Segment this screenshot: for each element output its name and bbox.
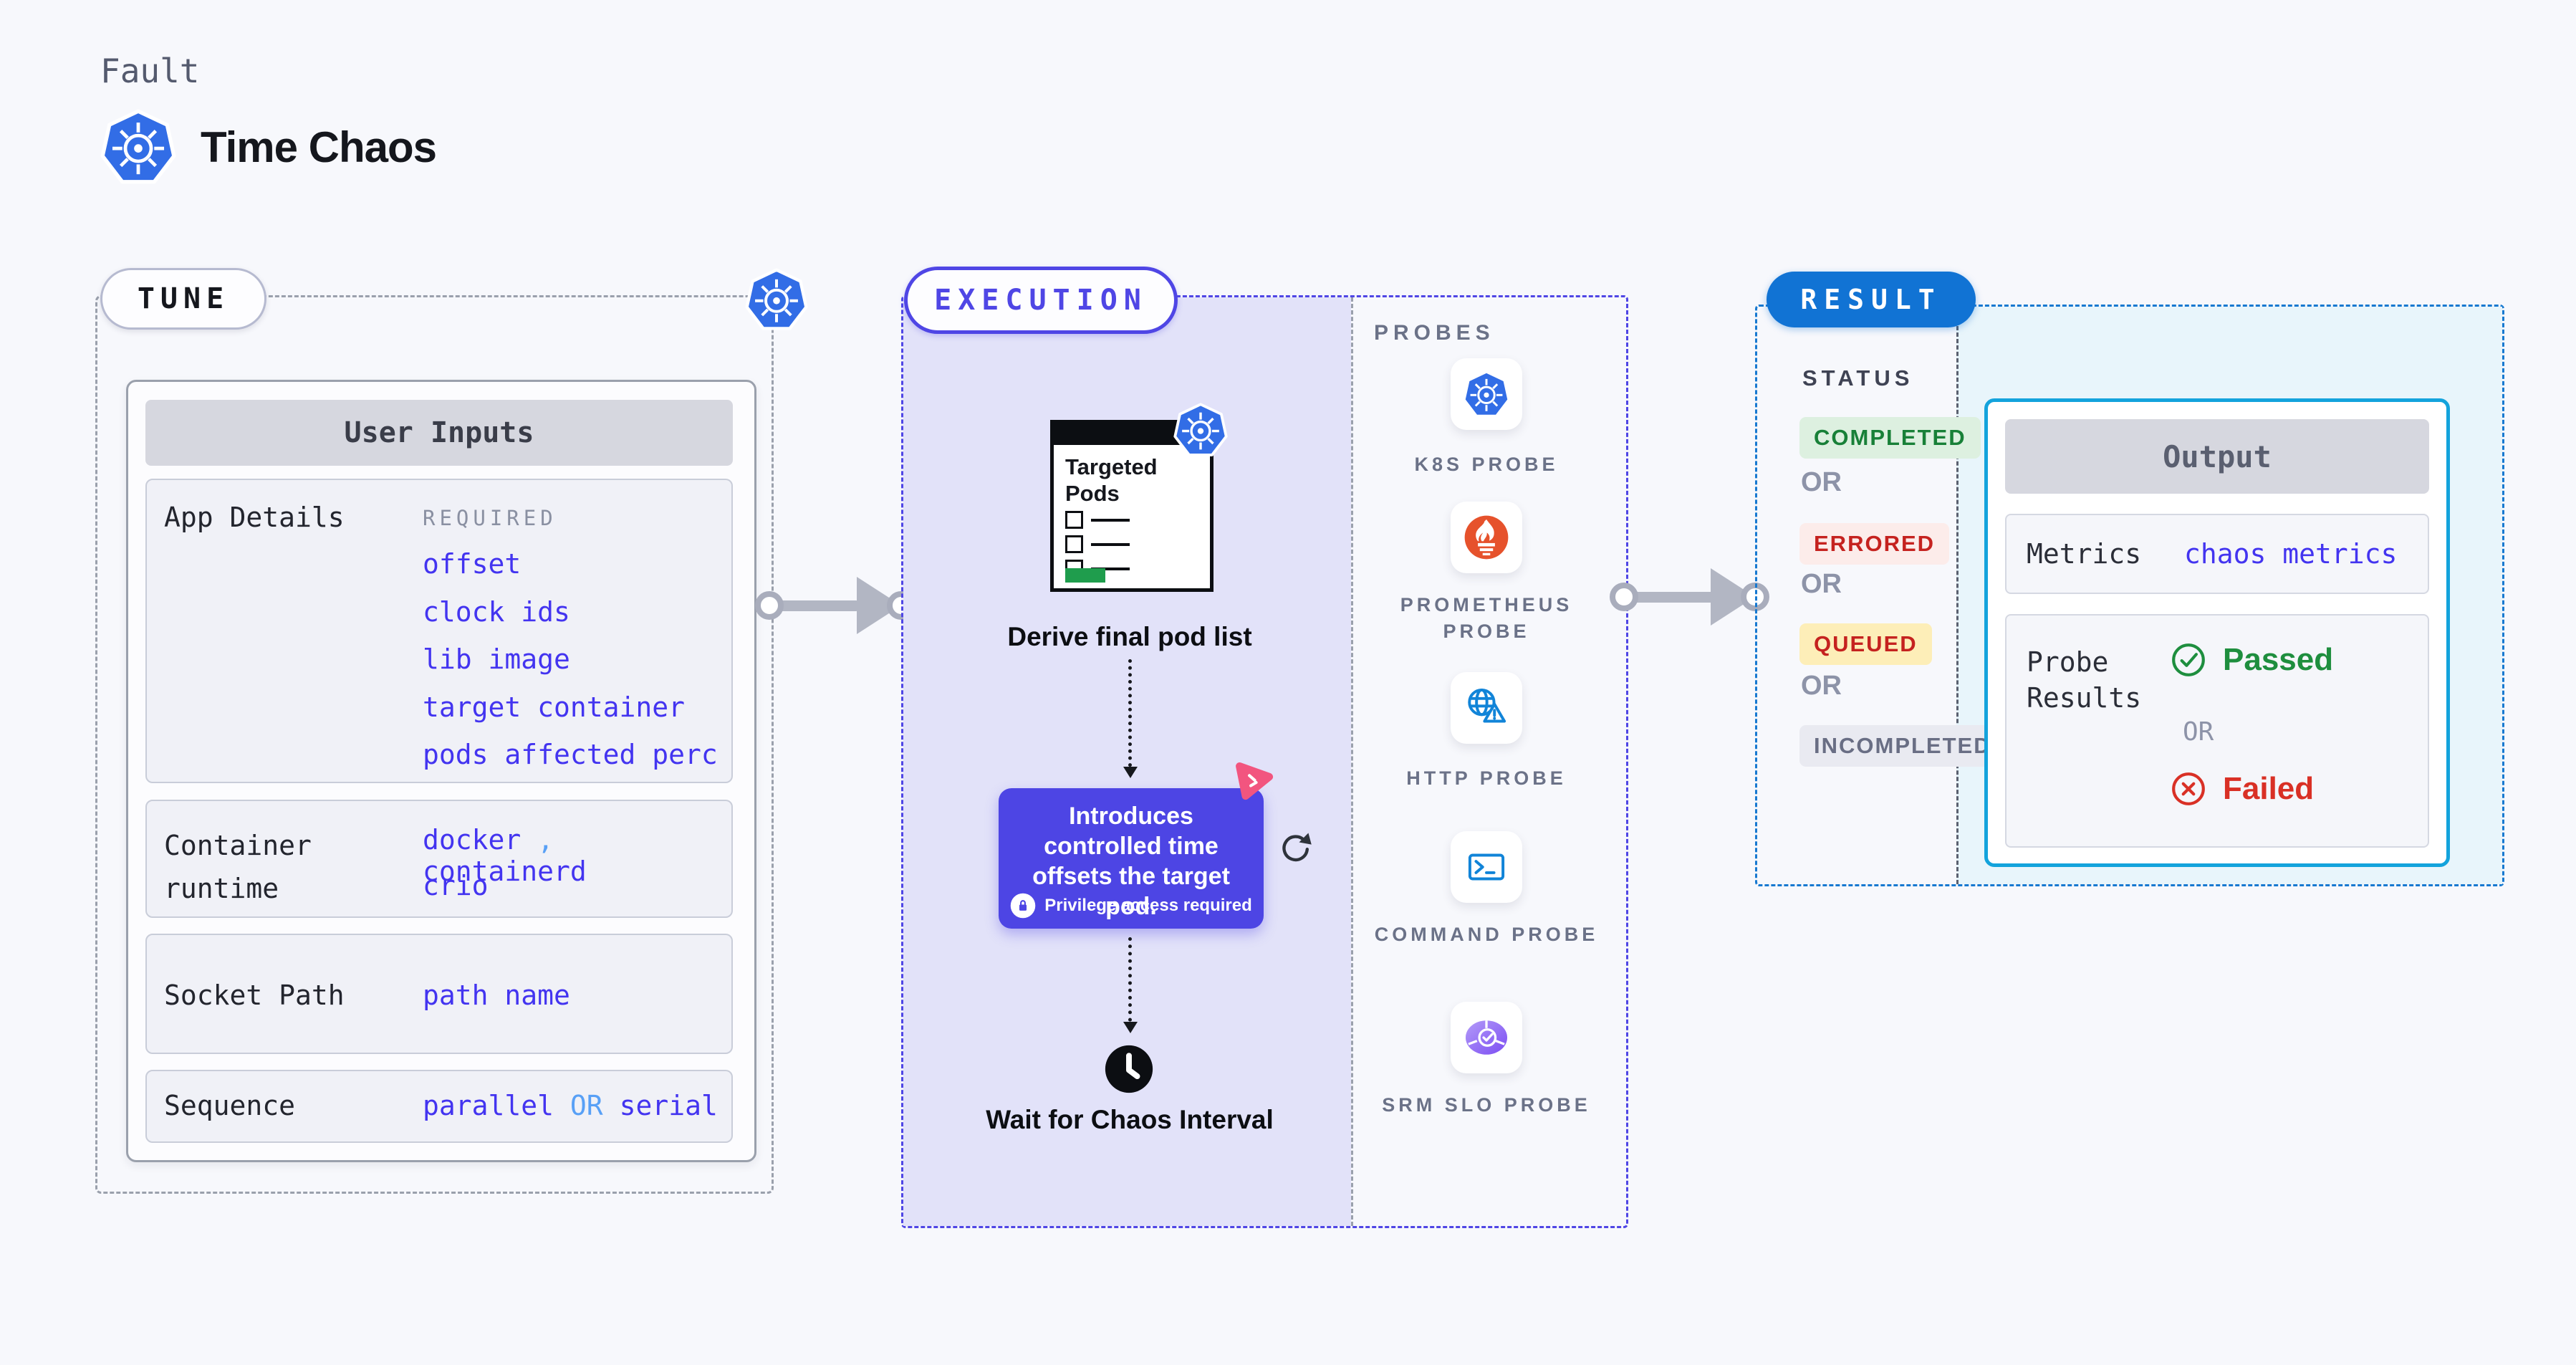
result-divider: [1956, 307, 1959, 884]
user-inputs-header: User Inputs: [145, 400, 733, 466]
output-header: Output: [2005, 419, 2429, 494]
fault-effect-tooltip: Introduces controlled time offsets the t…: [999, 788, 1264, 929]
prometheus-icon: [1464, 515, 1509, 560]
srm-slo-probe-card: [1451, 1002, 1522, 1073]
title-row: Time Chaos: [100, 109, 437, 185]
k8s-probe-label: K8S PROBE: [1414, 454, 1559, 475]
fault-eyebrow: Fault: [100, 52, 200, 90]
clock-icon: [1105, 1045, 1153, 1093]
or-separator: OR: [1801, 671, 1842, 701]
tooltip-text: Introduces controlled time offsets the t…: [1032, 803, 1230, 920]
wait-chaos-interval-caption: Wait for Chaos Interval: [986, 1105, 1274, 1134]
execution-pill: EXECUTION: [904, 267, 1178, 334]
http-probe-label: HTTP PROBE: [1406, 767, 1567, 789]
probe-results-label: Probe Results: [2027, 646, 2142, 714]
prometheus-probe-label: PROMETHEUS PROBE: [1400, 594, 1573, 642]
page-title: Time Chaos: [201, 123, 437, 171]
required-tag: REQUIRED: [423, 506, 557, 530]
link-offset: offset: [423, 548, 522, 580]
targeted-pods-document: Targeted Pods: [1050, 420, 1213, 592]
output-card: Output Metrics chaos metrics Probe Resul…: [1984, 398, 2450, 867]
app-details-row: App Details REQUIRED offset clock ids li…: [145, 479, 733, 783]
container-runtime-label: Container runtime: [164, 830, 312, 904]
link-lib-image: lib image: [423, 643, 570, 675]
http-globe-warning-icon: [1468, 688, 1506, 723]
result-pill: RESULT: [1767, 272, 1976, 327]
status-label: STATUS: [1802, 365, 1914, 391]
x-circle-icon: [2172, 772, 2205, 805]
failed-label: Failed: [2223, 771, 2315, 806]
or-separator: OR: [1801, 569, 1842, 599]
or-separator: OR: [1801, 467, 1842, 497]
prometheus-probe-card: [1451, 502, 1522, 573]
link-clock-ids: clock ids: [423, 596, 570, 628]
pod-checklist-item: [1065, 535, 1130, 553]
socket-path-label: Socket Path: [164, 980, 345, 1011]
tune-section-box: [95, 295, 774, 1194]
privilege-badge: Privilege access required: [999, 893, 1264, 919]
passed-label: Passed: [2223, 642, 2334, 677]
status-badge-incompleted: INCOMPLETED: [1799, 725, 2006, 767]
check-circle-icon: [2172, 643, 2205, 676]
status-badge-queued: QUEUED: [1799, 623, 1932, 665]
flow-arrow-shaft: [769, 600, 858, 611]
probe-results-row: Probe Results Passed OR Failed: [2005, 614, 2429, 848]
app-details-label: App Details: [164, 502, 345, 533]
sequence-value: parallel OR serial: [423, 1090, 718, 1121]
http-probe-card: [1451, 672, 1522, 744]
passed-result: Passed: [2170, 641, 2333, 679]
refresh-loop-icon: [1282, 833, 1312, 862]
socket-path-value: path name: [423, 980, 570, 1011]
targeted-pods-title: Targeted Pods: [1065, 454, 1158, 506]
metrics-row: Metrics chaos metrics: [2005, 514, 2429, 594]
lock-icon: [1010, 893, 1036, 919]
dotted-flow-arrow: [1123, 659, 1138, 778]
kubernetes-icon: [745, 268, 808, 331]
pod-checklist-item: [1065, 511, 1130, 529]
probes-label: PROBES: [1374, 321, 1495, 345]
derive-pod-list-caption: Derive final pod list: [1007, 622, 1252, 651]
container-runtime-row: Container runtime docker , containerd cr…: [145, 800, 733, 918]
progress-bar: [1065, 568, 1105, 583]
connector-dot: [755, 591, 784, 620]
slo-gauge-check-icon: [1465, 1020, 1508, 1055]
sequence-label: Sequence: [164, 1090, 296, 1121]
user-inputs-card: User Inputs App Details REQUIRED offset …: [126, 380, 756, 1162]
status-badge-errored: ERRORED: [1799, 523, 1950, 565]
tune-pill: TUNE: [100, 268, 266, 330]
k8s-icon: [1463, 370, 1510, 418]
terminal-icon: [1468, 853, 1505, 881]
chaos-pink-icon: [1236, 762, 1274, 800]
flow-arrow-shaft: [1624, 592, 1713, 603]
sequence-row: Sequence parallel OR serial: [145, 1070, 733, 1143]
command-probe-label: COMMAND PROBE: [1374, 924, 1599, 945]
link-pods-affected-perc: pods affected perc: [423, 739, 718, 770]
socket-path-row: Socket Path path name: [145, 934, 733, 1054]
status-badge-completed: COMPLETED: [1799, 417, 1981, 459]
link-target-container: target container: [423, 691, 686, 723]
metrics-label: Metrics: [2027, 538, 2142, 570]
srm-slo-probe-label: SRM SLO PROBE: [1382, 1094, 1591, 1116]
failed-result: Failed: [2170, 770, 2314, 808]
connector-dot: [1610, 583, 1638, 611]
runtime-values-line1: docker , containerd: [423, 824, 587, 887]
runtime-value-crio: crio: [423, 870, 489, 901]
privilege-badge-label: Privilege access required: [1044, 896, 1252, 915]
dotted-flow-arrow: [1123, 937, 1138, 1033]
probes-panel: [1351, 297, 1624, 1226]
metrics-value: chaos metrics: [2184, 538, 2398, 570]
k8s-probe-card: [1451, 358, 1522, 430]
kubernetes-icon: [1173, 403, 1228, 457]
or-separator: OR: [2183, 717, 2214, 747]
command-probe-card: [1451, 831, 1522, 903]
kubernetes-icon: [100, 109, 176, 185]
